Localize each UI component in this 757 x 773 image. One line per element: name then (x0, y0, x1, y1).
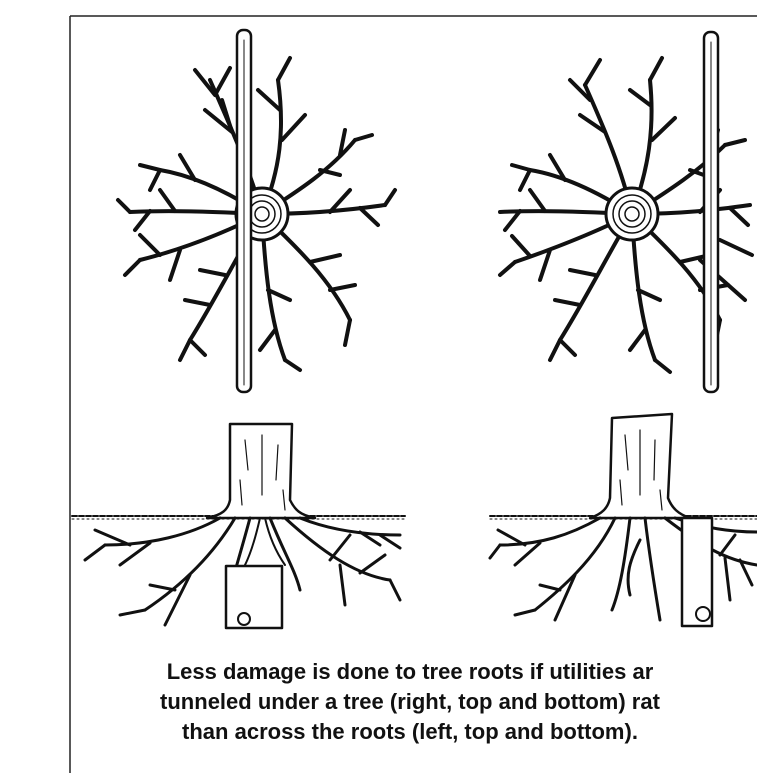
left-pipe-end (238, 613, 250, 625)
left-section-view (72, 424, 405, 628)
left-trench (226, 566, 282, 628)
figure-caption: Less damage is done to tree roots if uti… (60, 657, 757, 747)
right-section-view (490, 414, 757, 626)
caption-line-2: tunneled under a tree (right, top and bo… (60, 687, 757, 717)
caption-line-3: than across the roots (left, top and bot… (60, 717, 757, 747)
left-plan-view (118, 30, 395, 392)
caption-line-1: Less damage is done to tree roots if uti… (60, 657, 757, 687)
right-plan-view (500, 32, 752, 392)
right-section-roots (490, 518, 757, 620)
right-trunk-cross-section (606, 188, 658, 240)
left-trunk (207, 424, 315, 518)
right-pipe-end (696, 607, 710, 621)
